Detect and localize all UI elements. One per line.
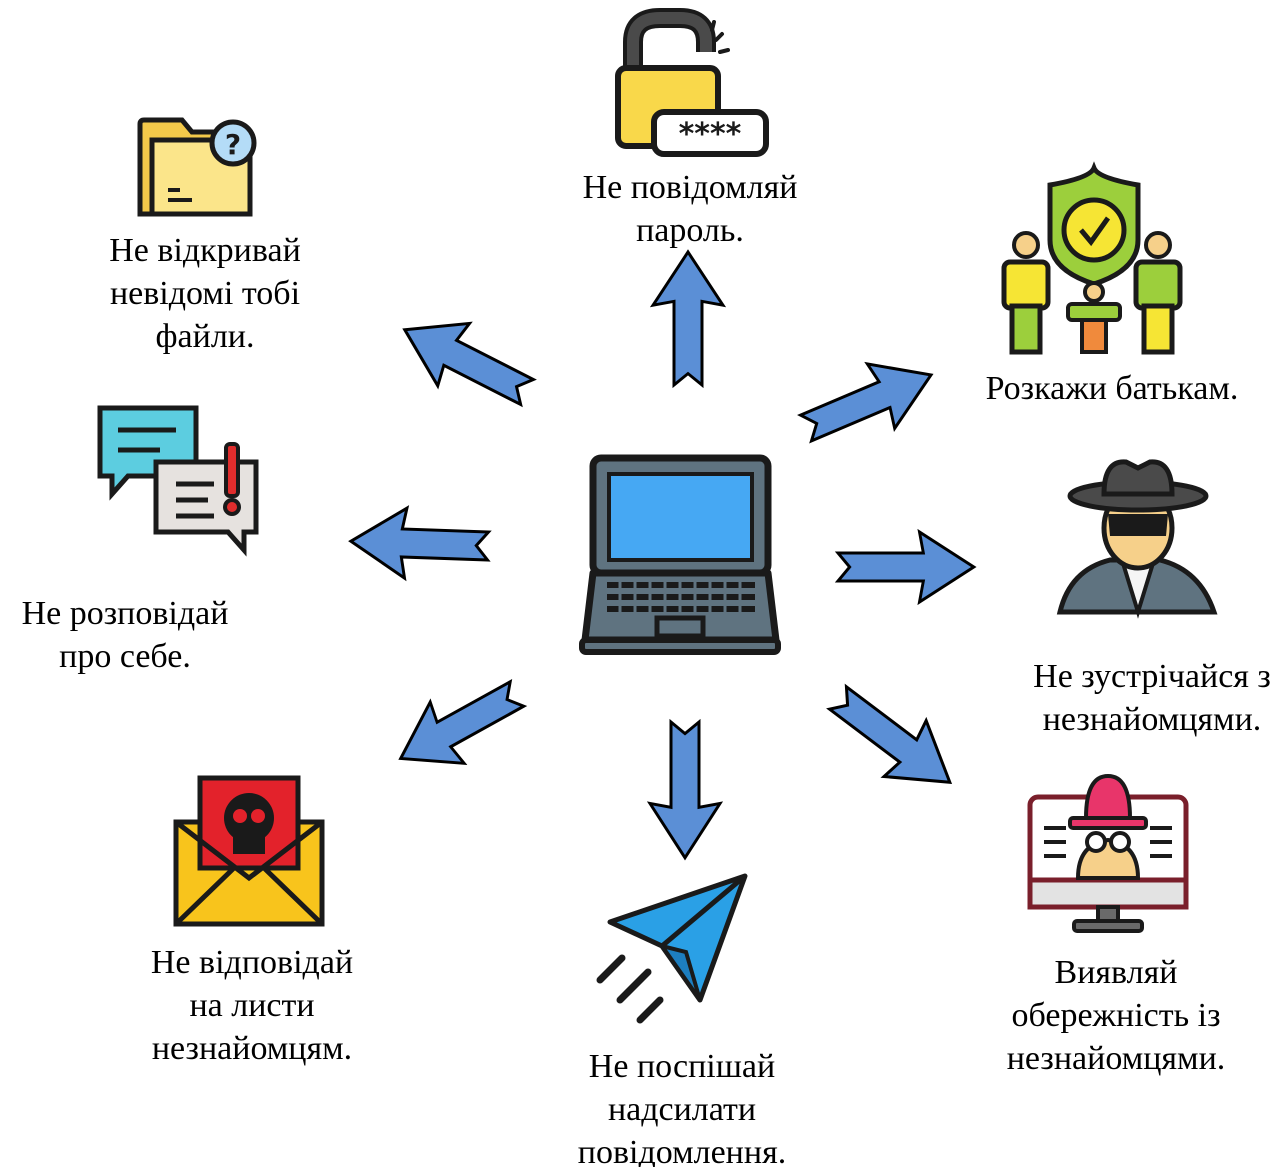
label-caution-line-3: незнайомцями.	[1006, 1040, 1226, 1077]
arrow-right	[836, 530, 976, 604]
label-parents: Розкажи батькам.	[962, 367, 1262, 410]
label-password-line-1: Не повідомляй	[582, 169, 798, 206]
padlock-password-icon: ****	[615, 8, 769, 157]
label-files-line-2: невідомі тобі	[109, 275, 301, 312]
label-parents-line-1: Розкажи батькам.	[985, 370, 1239, 407]
label-messages-line-3: повідомлення.	[577, 1134, 787, 1167]
label-messages-line-1: Не поспішай	[588, 1048, 776, 1085]
label-files-line-3: файли.	[155, 318, 255, 355]
label-messages: Не поспішай надсилати повідомлення.	[552, 1045, 812, 1167]
label-about-self-line-1: Не розповідай	[21, 595, 229, 632]
paper-plane-icon	[596, 873, 748, 1024]
label-password: Не повідомляй пароль.	[560, 166, 820, 252]
label-about-self: Не розповідай про себе.	[0, 592, 250, 678]
label-caution-line-1: Виявляй	[1054, 954, 1178, 991]
label-password-line-2: пароль.	[636, 212, 744, 249]
label-strangers-meet-line-1: Не зустрічайся з	[1033, 658, 1271, 695]
laptop-icon	[579, 454, 781, 655]
label-caution-line-2: обережність із	[1011, 997, 1221, 1034]
folder-question-icon: ?	[137, 117, 257, 217]
arrow-left	[348, 504, 491, 583]
label-emails: Не відповідай на листи незнайомцям.	[120, 941, 384, 1070]
arrow-up-right	[790, 341, 947, 462]
label-files: Не відкривай невідомі тобі файли.	[70, 229, 340, 358]
label-emails-line-3: незнайомцям.	[151, 1030, 353, 1067]
svg-text:?: ?	[225, 128, 241, 161]
arrow-down	[648, 720, 722, 860]
label-strangers-meet-line-2: незнайомцями.	[1042, 701, 1262, 738]
label-messages-line-2: надсилати	[607, 1091, 757, 1128]
family-shield-icon	[1001, 161, 1183, 355]
label-strangers-meet: Не зустрічайся з незнайомцями.	[1018, 655, 1286, 741]
label-emails-line-1: Не відповідай	[150, 944, 354, 981]
malicious-email-icon	[173, 775, 325, 927]
spy-icon	[1056, 459, 1218, 619]
label-about-self-line-2: про себе.	[59, 638, 191, 675]
chat-warning-icon	[97, 405, 259, 557]
svg-text:****: ****	[679, 117, 742, 152]
hacker-monitor-icon	[1027, 773, 1189, 933]
arrow-up	[651, 250, 725, 387]
arrow-up-left	[387, 297, 545, 425]
label-emails-line-2: на листи	[189, 987, 315, 1024]
label-caution: Виявляй обережність із незнайомцями.	[984, 951, 1248, 1080]
label-files-line-1: Не відкривай	[109, 232, 301, 269]
arrow-down-left	[382, 661, 536, 791]
arrow-down-right	[815, 668, 973, 812]
